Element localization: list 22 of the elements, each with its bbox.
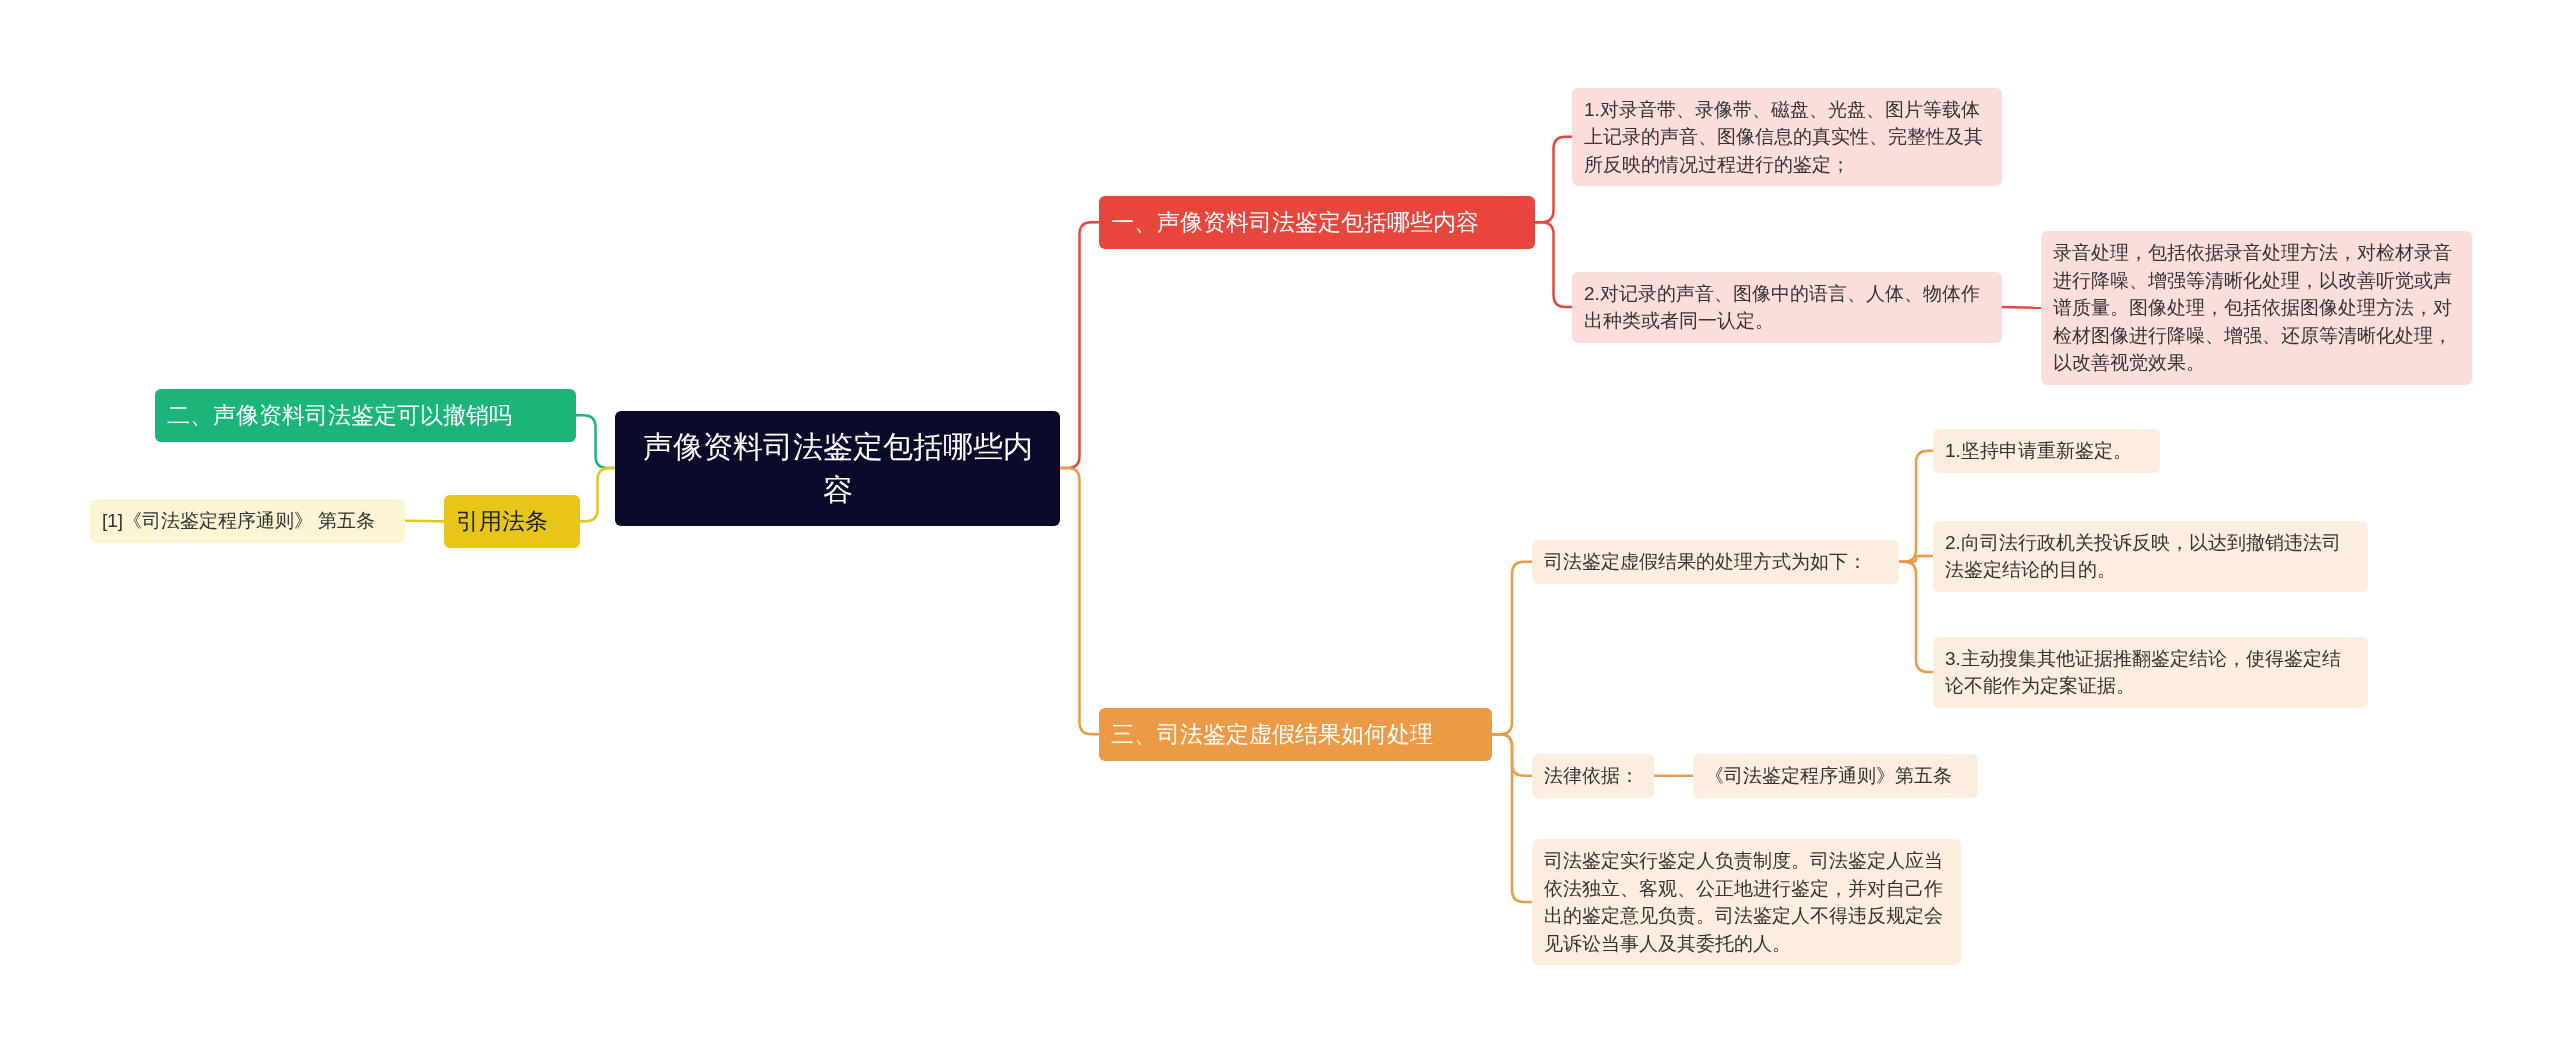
- subtopic-box: 1.坚持申请重新鉴定。: [1933, 429, 2160, 473]
- subtopic-box: 3.主动搜集其他证据推翻鉴定结论，使得鉴定结论不能作为定案证据。: [1933, 636, 2368, 708]
- connector-line: [1535, 220, 1572, 309]
- root-topic-box: 声像资料司法鉴定包括哪些内容: [615, 410, 1060, 526]
- subtopic-box: 2.向司法行政机关投诉反映，以达到撤销违法司法鉴定结论的目的。: [1933, 520, 2368, 592]
- branch-topic-box: 一、声像资料司法鉴定包括哪些内容: [1099, 195, 1535, 249]
- subtopic-box: 《司法鉴定程序通则》第五条: [1693, 754, 1978, 798]
- branch-topic-box: 二、声像资料司法鉴定可以撤销吗: [155, 388, 576, 442]
- connector-line: [2001, 305, 2042, 310]
- branch-topic-box: 三、司法鉴定虚假结果如何处理: [1099, 707, 1492, 761]
- subtopic-box: 录音处理，包括依据录音处理方法，对检材录音进行降噪、增强等清晰化处理，以改善听觉或声谱质量。图像处理，包括依据图像处理方法，对检材图像进行降噪、增强、还原等清晰化处理，以改善视觉效果。: [2041, 231, 2472, 385]
- connector-line: [1492, 732, 1532, 904]
- subtopic-box: 法律依据：: [1532, 754, 1654, 798]
- connector-line: [1654, 774, 1693, 777]
- subtopic-box: 1.对录音带、录像带、磁盘、光盘、图片等载体上记录的声音、图像信息的真实性、完整性及其所反映的情况过程进行的鉴定；: [1572, 87, 2002, 187]
- subtopic-box: 司法鉴定虚假结果的处理方式为如下：: [1532, 540, 1899, 584]
- subtopic-box: [1]《司法鉴定程序通则》 第五条: [90, 499, 405, 543]
- subtopic-box: 司法鉴定实行鉴定人负责制度。司法鉴定人应当依法独立、客观、公正地进行鉴定，并对自己作出的鉴定意见负责。司法鉴定人不得违反规定会见诉讼当事人及其委托的人。: [1532, 839, 1961, 966]
- connector-line: [1060, 466, 1099, 736]
- branch-topic-box: 引用法条: [444, 494, 580, 548]
- connector-line: [405, 519, 444, 523]
- subtopic-box: 2.对记录的声音、图像中的语言、人体、物体作出种类或者同一认定。: [1572, 271, 2002, 343]
